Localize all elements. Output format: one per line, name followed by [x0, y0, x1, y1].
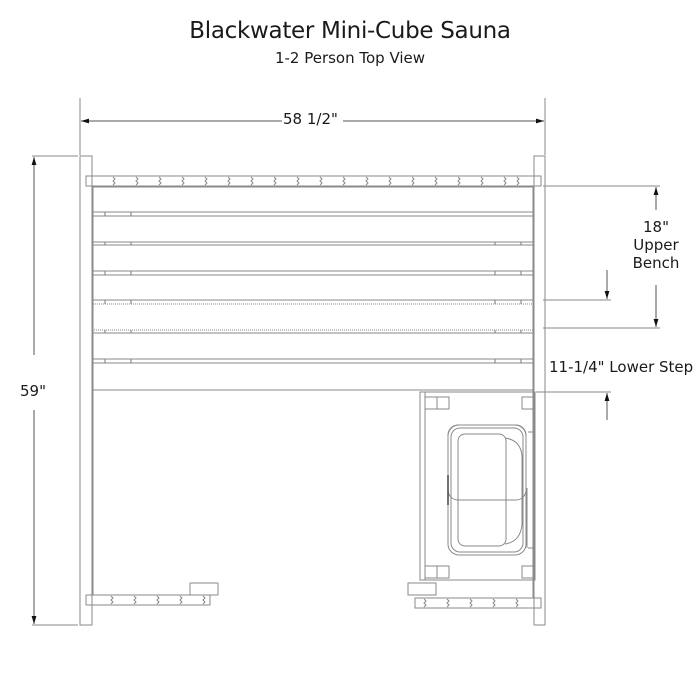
right-wall	[533, 155, 546, 626]
width-dimension-label: 58 1/2"	[283, 110, 338, 128]
left-wall	[79, 155, 93, 626]
bench-slats	[92, 186, 534, 391]
lower-step-dimension-label: 11-1/4" Lower Step	[549, 358, 694, 376]
upper-bench-line2: Bench	[632, 254, 680, 272]
width-dimension	[79, 98, 546, 155]
upper-bench-dimension	[543, 185, 660, 329]
heater-cabinet	[419, 391, 536, 581]
upper-bench-line1: Upper	[633, 236, 679, 254]
top-wall-rail	[85, 175, 542, 187]
lower-step-dimension	[536, 391, 611, 420]
upper-bench-value: 18"	[643, 218, 669, 236]
upper-bench-dimension-label: 18" Upper Bench	[624, 218, 688, 272]
depth-dimension-label: 59"	[20, 382, 46, 400]
heater	[447, 424, 534, 556]
bottom-right-wall-rail	[407, 582, 542, 609]
diagram-title: Blackwater Mini-Cube Sauna	[189, 18, 511, 44]
bottom-left-wall-rail	[85, 582, 219, 606]
diagram-subtitle: 1-2 Person Top View	[274, 49, 426, 67]
depth-dimension	[31, 155, 78, 626]
